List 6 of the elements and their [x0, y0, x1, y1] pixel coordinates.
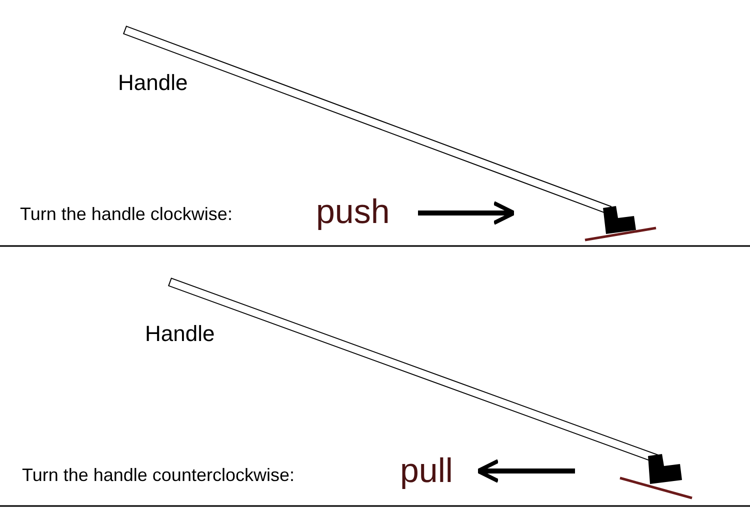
- instruction-text: Turn the handle clockwise:: [20, 205, 232, 223]
- part-label: Handle: [145, 323, 215, 345]
- action-word: pull: [400, 454, 453, 488]
- instruction-text: Turn the handle counterclockwise:: [22, 466, 294, 484]
- action-word: push: [316, 195, 390, 229]
- part-label: Handle: [118, 72, 188, 94]
